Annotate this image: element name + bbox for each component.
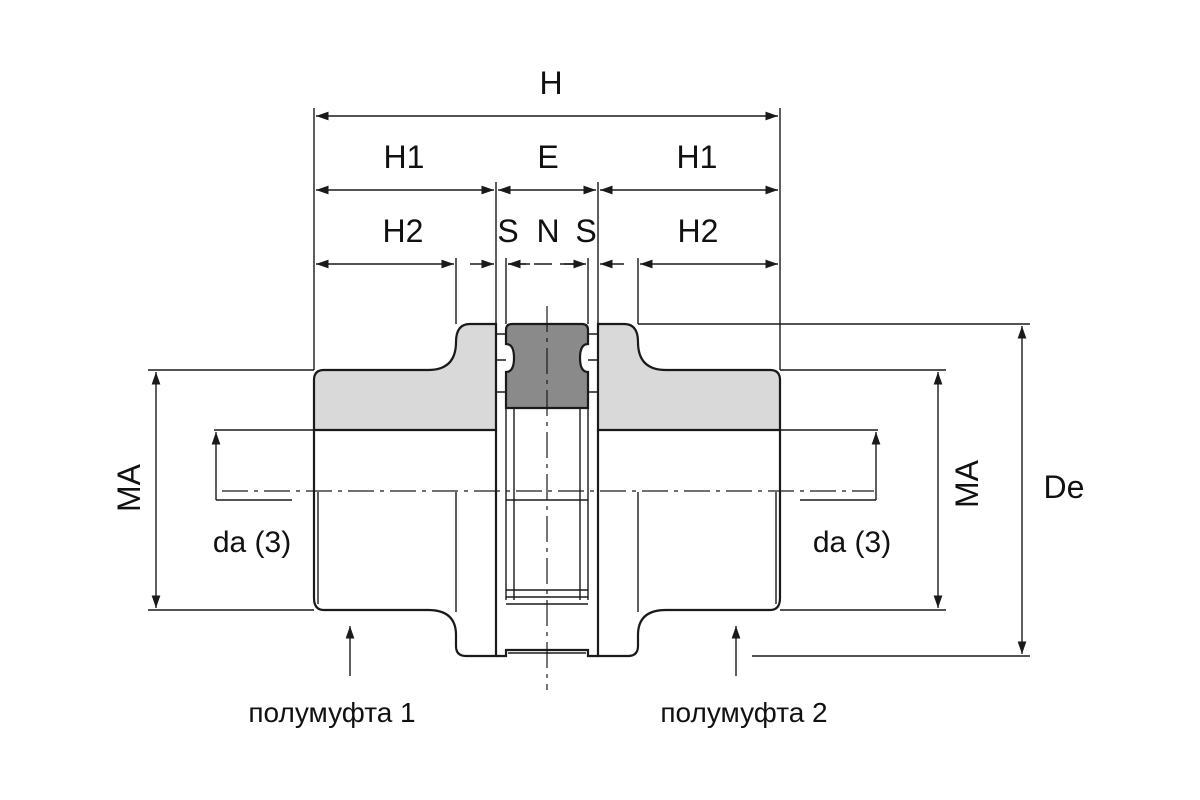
label-E: E [537, 139, 558, 175]
hub-2-bore [637, 492, 777, 612]
hub-2-flange [596, 322, 782, 432]
hub-1-flange [312, 322, 498, 432]
hub-2-body [596, 430, 782, 658]
label-da-left: da (3) [213, 526, 291, 559]
dimension-lines [151, 111, 1027, 676]
label-MA-left: MA [111, 463, 147, 512]
label-De: De [1044, 469, 1085, 505]
label-N: N [536, 213, 559, 249]
jaw-outline [496, 333, 598, 393]
label-hub-2: полумуфта 2 [660, 697, 827, 728]
label-H1-left: H1 [384, 139, 425, 175]
spider-lower-left [505, 408, 515, 600]
label-H2-right: H2 [678, 213, 719, 249]
label-H: H [539, 65, 562, 101]
spider-lower-right [579, 408, 589, 600]
label-H2-left: H2 [383, 213, 424, 249]
extension-lines [148, 108, 1030, 657]
label-MA-right: MA [949, 459, 985, 508]
hub-1-body [312, 430, 498, 658]
label-S-right: S [575, 213, 596, 249]
label-da-right: da (3) [813, 526, 891, 559]
label-S-left: S [497, 213, 518, 249]
hub-1 [312, 322, 498, 658]
hub-1-bore [317, 492, 457, 612]
labels: H H1 E H1 H2 S N S H2 MA MA De da (3) da… [111, 65, 1084, 728]
hub-2 [596, 322, 782, 658]
label-H1-right: H1 [677, 139, 718, 175]
label-hub-1: полумуфта 1 [248, 697, 415, 728]
